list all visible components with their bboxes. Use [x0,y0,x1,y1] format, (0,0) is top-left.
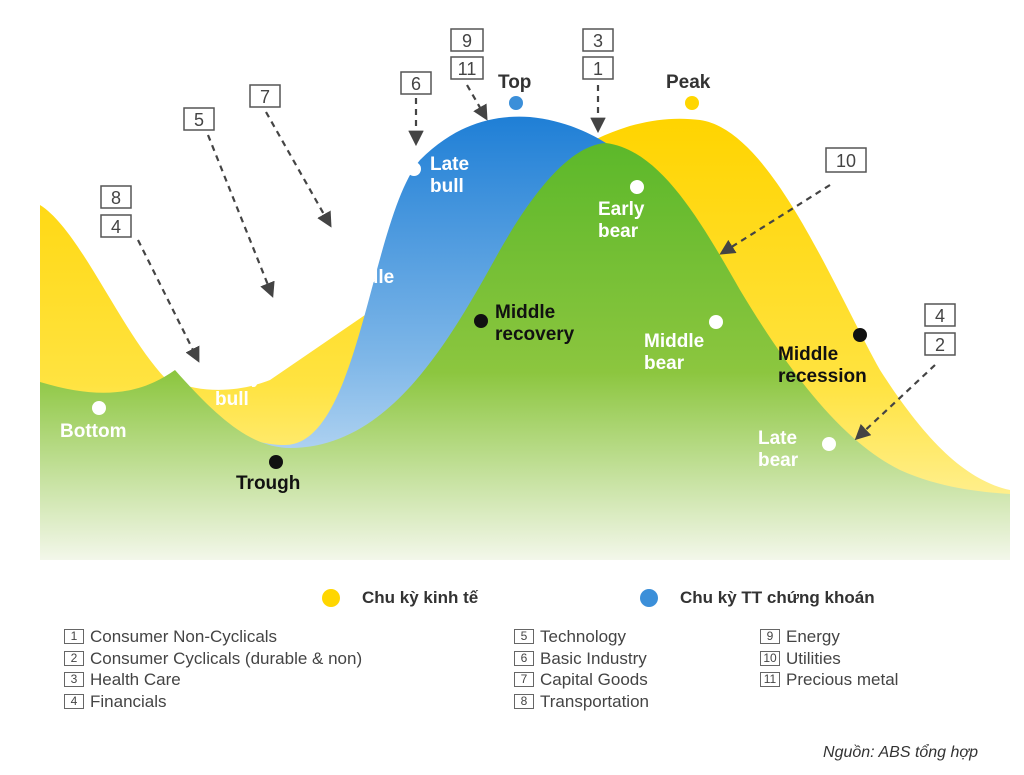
arrow-7 [265,111,332,228]
peak-label: Peak [666,72,711,93]
sector-box-2: 2 [924,332,956,356]
middle-bull-label: Middle bull [334,267,399,310]
bottom-dot [92,401,106,415]
early-bull-dot [194,373,208,387]
sector-box-8: 8 [100,185,132,209]
arrow-5 [206,134,275,298]
source-note: Nguồn: ABS tổng hợp [823,744,978,761]
middle-recovery-label: Middle recovery [495,302,575,345]
early-bear-label: Early bear [598,199,650,242]
legend-stock-market-cycle-label: Chu kỳ TT chứng khoán [680,588,875,607]
svg-text:7: 7 [260,87,270,107]
svg-text:4: 4 [935,306,945,326]
svg-text:6: 6 [411,74,421,94]
trough-dot [269,455,283,469]
legend-economic-cycle-label: Chu kỳ kinh tế [362,588,479,607]
legend-economic-cycle: Chu kỳ kinh tế [322,588,478,608]
svg-text:4: 4 [111,217,121,237]
sector-box-3: 3 [582,28,614,52]
svg-text:8: 8 [111,188,121,208]
svg-text:11: 11 [458,59,477,79]
cycle-legend: Chu kỳ kinh tế Chu kỳ TT chứng khoán [0,588,1024,612]
late-bear-label: Late bear [758,428,802,471]
yellow-dot-icon [322,589,340,607]
top-dot [509,96,523,110]
arrow-4-2 [854,364,936,441]
legend-stock-market-cycle: Chu kỳ TT chứng khoán [640,588,875,608]
svg-text:10: 10 [836,151,856,171]
middle-recovery-dot [474,314,488,328]
sector-box-11: 11 [450,56,484,80]
sector-box-4: 4 [100,214,132,238]
middle-bear-dot [709,315,723,329]
blue-dot-icon [640,589,658,607]
sector-box-10: 10 [825,147,867,173]
early-bull-label: Early bull [215,367,267,410]
late-bull-label: Late bull [430,154,474,197]
sector-box-4b: 4 [924,303,956,327]
middle-bull-dot [311,273,325,287]
peak-dot [685,96,699,110]
market-cycle-diagram: Top Peak Late bull Middle bull Early bul… [40,28,1010,561]
late-bull-dot [407,162,421,176]
middle-recession-dot [853,328,867,342]
svg-text:1: 1 [593,59,603,79]
trough-label: Trough [236,473,300,494]
arrow-9-11 [466,84,488,121]
early-bear-dot [630,180,644,194]
middle-recession-label: Middle recession [778,344,867,387]
svg-text:5: 5 [194,110,204,130]
recovery-area [40,143,1010,560]
svg-text:3: 3 [593,31,603,51]
sector-box-7: 7 [249,84,281,108]
bottom-label: Bottom [60,421,126,442]
sector-box-9: 9 [450,28,484,52]
svg-text:9: 9 [462,31,472,51]
svg-text:2: 2 [935,335,945,355]
sector-box-1: 1 [582,56,614,80]
sector-box-6: 6 [400,71,432,95]
sector-box-5: 5 [183,107,215,131]
late-bear-dot [822,437,836,451]
top-label: Top [498,72,531,93]
middle-bear-label: Middle bear [644,331,709,374]
arrow-8-4 [137,239,200,363]
